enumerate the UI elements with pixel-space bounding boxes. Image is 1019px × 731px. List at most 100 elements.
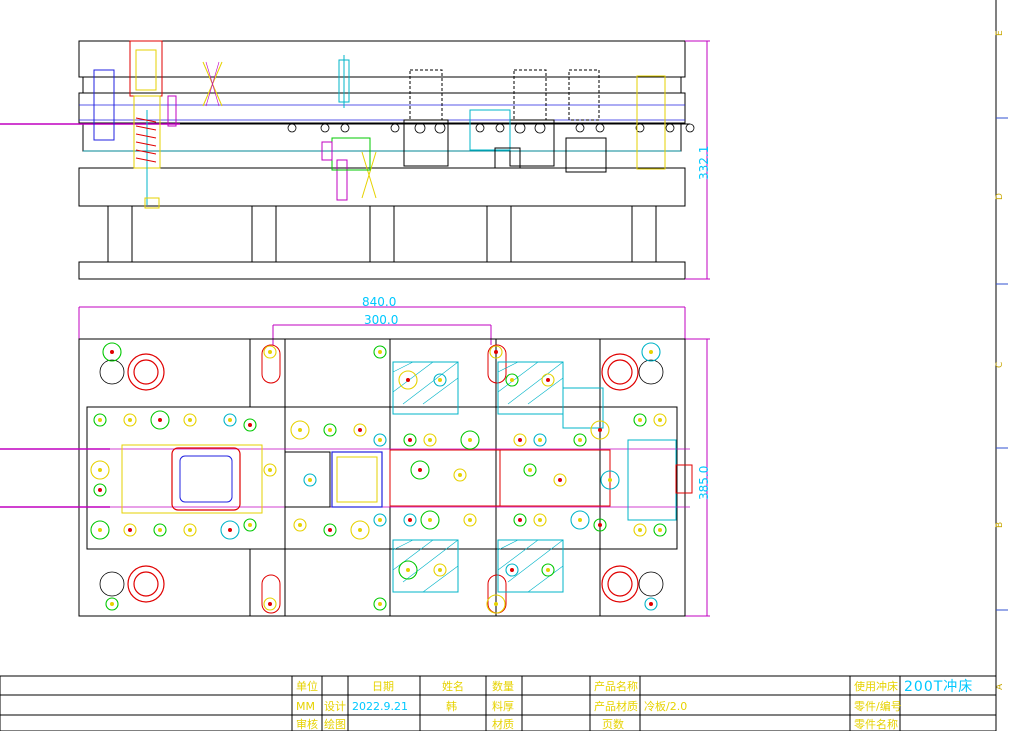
feature-hole	[263, 463, 277, 477]
feature-hole	[541, 563, 555, 577]
feature-hole	[243, 418, 257, 432]
feature-hole	[105, 597, 119, 611]
tb-material-value: 冷板/2.0	[644, 699, 687, 713]
feature-hole-center	[128, 528, 132, 532]
feature-hole	[633, 523, 647, 537]
feature-hole-center	[510, 378, 514, 382]
feature-hole	[102, 342, 122, 362]
feature-hole	[453, 468, 467, 482]
feature-hole-center	[248, 423, 252, 427]
tb-cailiao: 材质	[492, 717, 514, 731]
feature-hole-center	[649, 602, 653, 606]
feature-hole	[293, 518, 307, 532]
tb-name-value: 韩	[446, 699, 457, 713]
height-dimension-side: 332.1	[697, 146, 711, 180]
feature-hole-center	[110, 602, 114, 606]
feature-hole-center	[428, 518, 432, 522]
feature-hole	[153, 523, 167, 537]
feature-hole-center	[538, 438, 542, 442]
feature-hole	[423, 433, 437, 447]
feature-hole	[373, 433, 387, 447]
title-block: 单位 MM 审核 设计 绘图 日期 2022.9.21 姓名 韩 数量 料厚 材…	[0, 675, 997, 731]
feature-hole	[90, 460, 110, 480]
feature-hole	[633, 413, 647, 427]
feature-hole-center	[378, 350, 382, 354]
feature-hole	[541, 373, 555, 387]
feature-hole-center	[128, 418, 132, 422]
tb-lingjian-bianhao: 零件/编号	[854, 699, 902, 713]
feature-hole	[350, 520, 370, 540]
feature-hole-center	[494, 350, 498, 354]
feature-hole-center	[98, 418, 102, 422]
feature-hole	[150, 410, 170, 430]
feature-hole	[323, 523, 337, 537]
feature-hole-center	[658, 418, 662, 422]
feature-hole-center	[418, 468, 422, 472]
feature-hole-center	[268, 602, 272, 606]
zone-label-b: B	[995, 522, 1005, 528]
feature-hole-center	[518, 438, 522, 442]
feature-hole	[403, 513, 417, 527]
tb-shiyong-chongchuang: 使用冲床	[854, 679, 898, 693]
feature-hole	[373, 345, 387, 359]
feature-hole-center	[638, 528, 642, 532]
tb-xingming: 姓名	[442, 679, 464, 693]
feature-hole-center	[406, 568, 410, 572]
tb-date: 2022.9.21	[352, 700, 408, 713]
feature-hole-center	[458, 473, 462, 477]
tb-liaohou: 料厚	[492, 699, 514, 713]
feature-hole-center	[248, 523, 252, 527]
tb-shenhe: 审核	[296, 717, 318, 731]
feature-hole	[323, 423, 337, 437]
feature-hole-center	[98, 468, 102, 472]
feature-hole	[373, 597, 387, 611]
feature-hole	[573, 433, 587, 447]
tb-danwei: 单位	[296, 679, 318, 693]
feature-hole	[653, 523, 667, 537]
feature-hole-center	[649, 350, 653, 354]
zone-label-a: A	[995, 683, 1005, 690]
feature-hole	[593, 518, 607, 532]
feature-hole-center	[608, 478, 612, 482]
feature-hole	[523, 463, 537, 477]
feature-hole-center	[268, 350, 272, 354]
feature-hole-center	[328, 528, 332, 532]
feature-hole	[93, 413, 107, 427]
feature-hole-center	[494, 602, 498, 606]
sheet-frame: E D C B A	[995, 0, 1008, 731]
feature-hole	[223, 413, 237, 427]
feature-hole	[505, 563, 519, 577]
tb-chanpin-cailiao: 产品材质	[594, 699, 638, 713]
feature-hole-center	[158, 418, 162, 422]
width-dimension-total: 840.0	[362, 295, 396, 309]
side-elevation-view: 332.1	[0, 40, 711, 280]
feature-hole	[653, 413, 667, 427]
feature-hole-center	[438, 378, 442, 382]
feature-hole	[183, 413, 197, 427]
feature-hole-center	[408, 518, 412, 522]
zone-label-e: E	[995, 30, 1005, 36]
feature-hole-center	[528, 468, 532, 472]
feature-hole	[489, 345, 503, 359]
feature-hole	[398, 560, 418, 580]
tb-chanpin-mingcheng: 产品名称	[594, 679, 638, 693]
feature-hole	[513, 433, 527, 447]
feature-hole	[433, 563, 447, 577]
feature-hole-center	[598, 428, 602, 432]
feature-hole-center	[268, 468, 272, 472]
feature-hole-center	[188, 418, 192, 422]
width-dimension-inner: 300.0	[364, 313, 398, 327]
feature-hole	[93, 483, 107, 497]
tb-yemian: 页数	[602, 718, 624, 731]
feature-hole	[644, 597, 658, 611]
feature-hole	[533, 433, 547, 447]
feature-hole-center	[638, 418, 642, 422]
tb-press-value: 200T冲床	[904, 679, 973, 695]
feature-hole-center	[598, 523, 602, 527]
feature-hole	[303, 473, 317, 487]
feature-hole	[570, 510, 590, 530]
feature-hole-center	[98, 488, 102, 492]
tb-huitu: 绘图	[324, 717, 346, 731]
zone-label-c: C	[995, 362, 1005, 368]
